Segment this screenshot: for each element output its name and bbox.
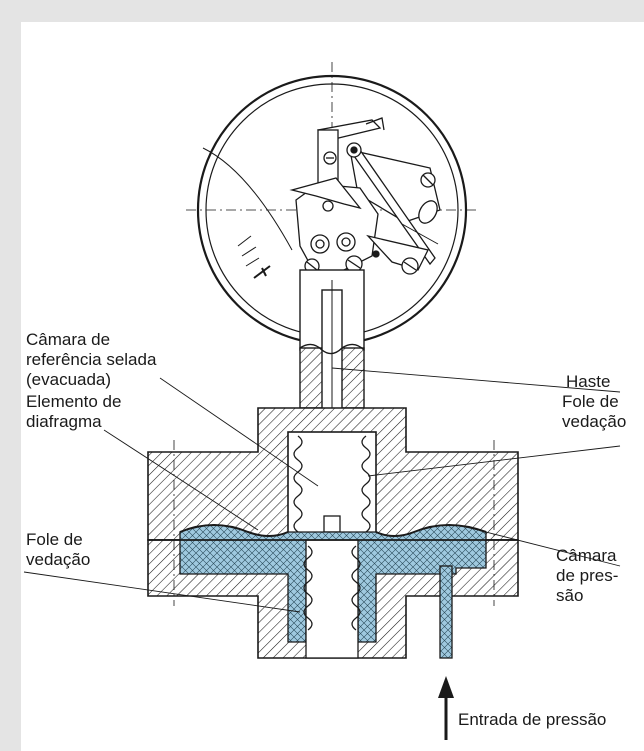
upper-bellows xyxy=(293,435,371,533)
stem-housing xyxy=(299,269,365,470)
label-pressure-chamber: Câmara de pres- são xyxy=(556,546,619,605)
label-stem: Haste xyxy=(566,372,611,391)
movement-mechanism xyxy=(289,117,441,275)
label-pressure-inlet: Entrada de pressão xyxy=(458,710,607,729)
diaphragm-membrane xyxy=(179,524,487,537)
leader-lines xyxy=(23,367,621,613)
label-sealing-bellows-right: Fole de vedação xyxy=(562,392,627,431)
label-diaphragm-element: Elemento de diafragma xyxy=(26,392,122,431)
pressure-inlet-arrow xyxy=(438,676,454,740)
label-reference-chamber: Câmara de referência selada (evacuada) xyxy=(26,330,157,389)
pressure-fluid xyxy=(179,524,487,659)
lower-bellows xyxy=(303,545,361,631)
label-sealing-bellows-left: Fole de vedação xyxy=(26,530,91,569)
